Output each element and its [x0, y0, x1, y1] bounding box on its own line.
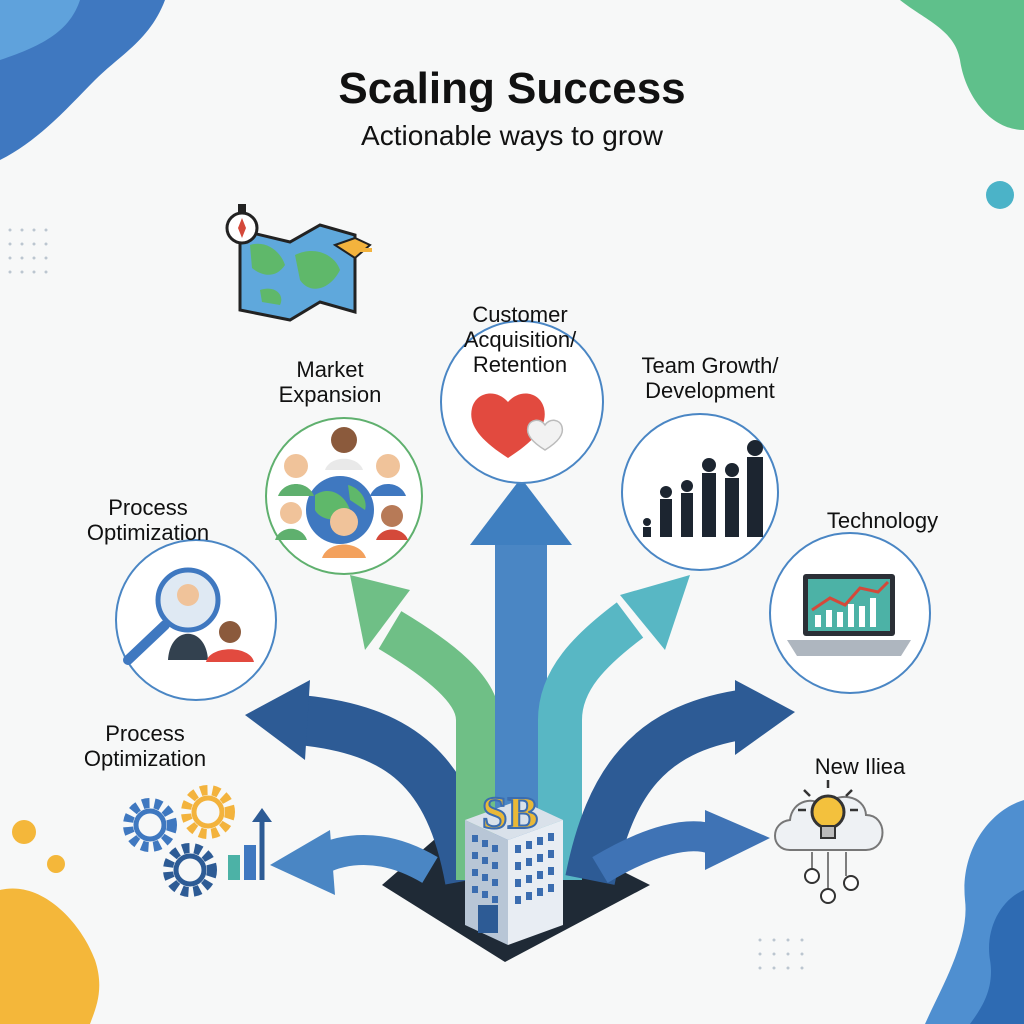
- arrow-market-expansion: [378, 611, 500, 880]
- circle-team-growth: [621, 413, 779, 571]
- arrow-technology: [565, 690, 745, 886]
- laptop-chart-icon: [787, 574, 911, 656]
- circle-market-expansion: [265, 417, 423, 575]
- world-map-compass-icon: [225, 204, 372, 322]
- magnifier-people-icon: [123, 567, 254, 665]
- label-team-growth: Team Growth/Development: [641, 353, 779, 403]
- circle-process-optimization: [115, 539, 277, 701]
- label-new-idea: New Iliea: [814, 754, 906, 779]
- circle-technology: [769, 532, 931, 694]
- lightbulb-cloud-icon: [774, 780, 884, 904]
- page-title: Scaling Success: [338, 64, 686, 113]
- label-technology: Technology: [826, 508, 939, 533]
- gears-chart-icon: [123, 785, 272, 897]
- building-logo: SB: [482, 787, 538, 838]
- page-subtitle: Actionable ways to grow: [361, 120, 663, 151]
- circle-customer-retention: [440, 320, 604, 484]
- arrow-process-bottom: [313, 835, 438, 884]
- heart-icon: [471, 393, 545, 458]
- office-building-icon: [465, 800, 563, 945]
- arrow-team-growth: [538, 602, 644, 880]
- arrow-customer-retention: [470, 478, 572, 545]
- people-globe-icon: [275, 427, 408, 558]
- growth-arrows: [245, 478, 795, 895]
- team-silhouettes-icon: [643, 440, 763, 537]
